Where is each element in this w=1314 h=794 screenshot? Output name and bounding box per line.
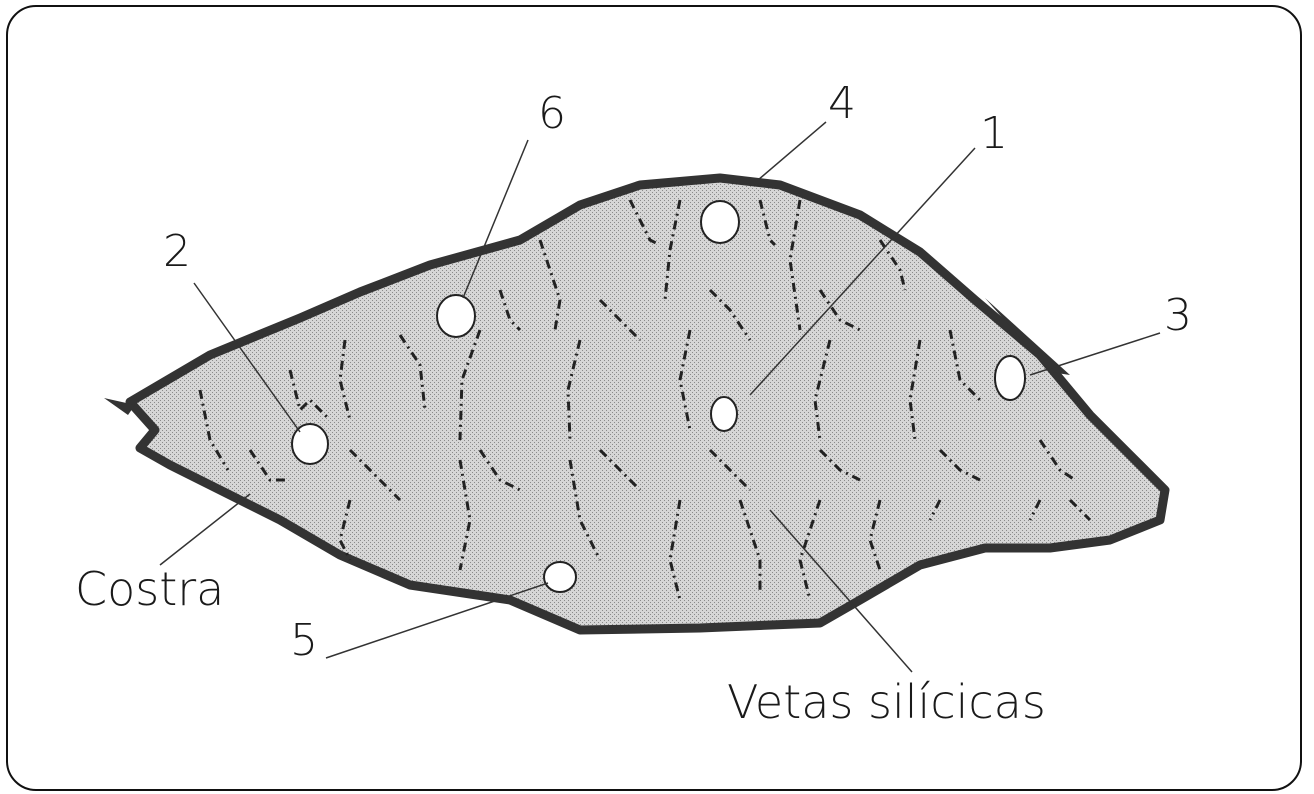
- label-3: 3: [1164, 290, 1192, 341]
- label-5: 5: [290, 615, 318, 666]
- sample-hole-5: [544, 562, 576, 592]
- sample-hole-4: [701, 201, 739, 243]
- label-4: 4: [828, 78, 856, 129]
- label-1: 1: [980, 108, 1008, 159]
- nodule-body: [130, 178, 1165, 630]
- sample-hole-2: [292, 424, 328, 464]
- sample-hole-6: [437, 295, 475, 337]
- label-costra: Costra: [75, 562, 224, 616]
- label-6: 6: [538, 88, 566, 139]
- label-vetas-silicicas: Vetas silícicas: [727, 675, 1046, 729]
- sample-hole-3: [995, 356, 1025, 400]
- sample-hole-1: [711, 397, 737, 431]
- label-2: 2: [163, 226, 191, 277]
